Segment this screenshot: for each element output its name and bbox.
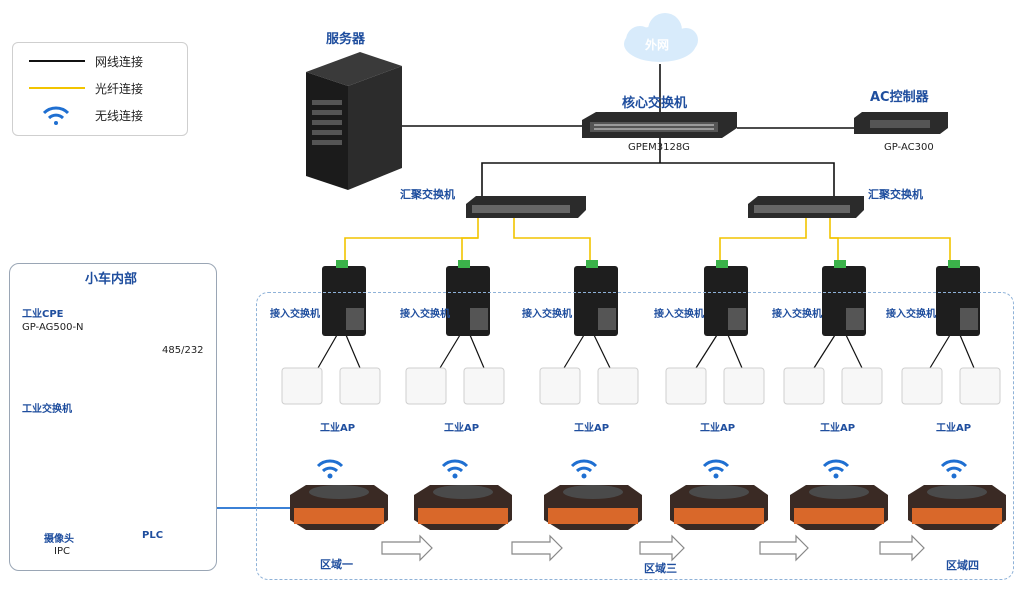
agv-robot-icon [908, 485, 1006, 530]
ac-controller-icon [854, 112, 948, 134]
vehicle-title: 小车内部 [85, 272, 138, 287]
access-switch-icon [936, 260, 980, 336]
zone-arrows [381, 534, 925, 562]
industrial-ap-label-3: 工业AP [574, 423, 610, 434]
aggregation-label-left: 汇聚交换机 [400, 188, 455, 201]
access-switch-label-4: 接入交换机 [654, 309, 704, 320]
zone-area-box [256, 292, 1014, 580]
vehicle-internal-box [9, 263, 217, 571]
server-label: 服务器 [326, 32, 366, 47]
agv-robot-icon [290, 485, 388, 530]
ac-controller-label: AC控制器 [870, 90, 929, 105]
fiber-legend-line [29, 87, 85, 89]
industrial-ap-label-4: 工业AP [700, 423, 736, 434]
wifi-icon [316, 459, 344, 479]
access-switch-label-6: 接入交换机 [886, 309, 936, 320]
core-agg-link [481, 162, 835, 196]
wifi-icon [570, 459, 598, 479]
access-switch-icon [322, 260, 366, 336]
legend-ethernet-label: 网线连接 [95, 55, 144, 69]
access-switch-icon [446, 260, 490, 336]
agv-robot-icon [670, 485, 768, 530]
ethernet-legend-line [29, 60, 85, 62]
zone1-label: 区域一 [320, 558, 353, 571]
aggregation-label-right: 汇聚交换机 [868, 188, 923, 201]
access-switch-label-3: 接入交换机 [522, 309, 572, 320]
access-ap-links [317, 334, 975, 369]
cpe-model: GP-AG500-N [22, 322, 84, 333]
cloud-icon [624, 13, 698, 62]
agv-group [290, 459, 1006, 530]
agv-robot-icon [414, 485, 512, 530]
plc-label: PLC [142, 530, 164, 541]
fiber-links-right [719, 218, 951, 262]
vehicle-switch-label: 工业交换机 [22, 404, 72, 415]
wifi-icon [940, 459, 968, 479]
legend-wireless-label: 无线连接 [95, 109, 144, 123]
agv-robot-icon [544, 485, 642, 530]
camera-label: 摄像头 [44, 534, 74, 545]
wifi-icon [441, 459, 469, 479]
legend-fiber-label: 光纤连接 [95, 82, 144, 96]
industrial-ap-label-1: 工业AP [320, 423, 356, 434]
core-switch-icon [582, 112, 737, 138]
wifi-icon [822, 459, 850, 479]
zone4-label: 区域四 [946, 559, 979, 572]
agv-robot-icon [790, 485, 888, 530]
access-switch-label-2: 接入交换机 [400, 309, 450, 320]
fiber-links-left [344, 218, 591, 262]
aggregation-switch-right-icon [748, 196, 864, 218]
core-switch-model: GPEM3128G [628, 142, 690, 153]
rs-module-label: 485/232 [162, 345, 204, 356]
core-switch-label: 核心交换机 [622, 96, 688, 111]
industrial-ap-label-6: 工业AP [936, 423, 972, 434]
access-switch-icon [822, 260, 866, 336]
cpe-label: 工业CPE [22, 309, 64, 320]
internet-label: 外网 [645, 38, 670, 52]
access-switch-icon [574, 260, 618, 336]
industrial-ap-label-5: 工业AP [820, 423, 856, 434]
ac-controller-model: GP-AC300 [884, 142, 934, 153]
access-switch-label-1: 接入交换机 [270, 309, 320, 320]
access-switch-icon [704, 260, 748, 336]
industrial-ap-group [281, 367, 1001, 405]
aggregation-switch-left-icon [466, 196, 586, 218]
access-switch-label-5: 接入交换机 [772, 309, 822, 320]
wifi-icon [702, 459, 730, 479]
wifi-legend-icon [43, 106, 69, 125]
zone3-label: 区域三 [644, 562, 677, 575]
server-icon [306, 52, 402, 190]
legend: 网线连接 光纤连接 无线连接 [12, 42, 188, 136]
camera-sub-label: IPC [54, 546, 70, 557]
industrial-ap-label-2: 工业AP [444, 423, 480, 434]
access-switch-group [322, 260, 980, 336]
